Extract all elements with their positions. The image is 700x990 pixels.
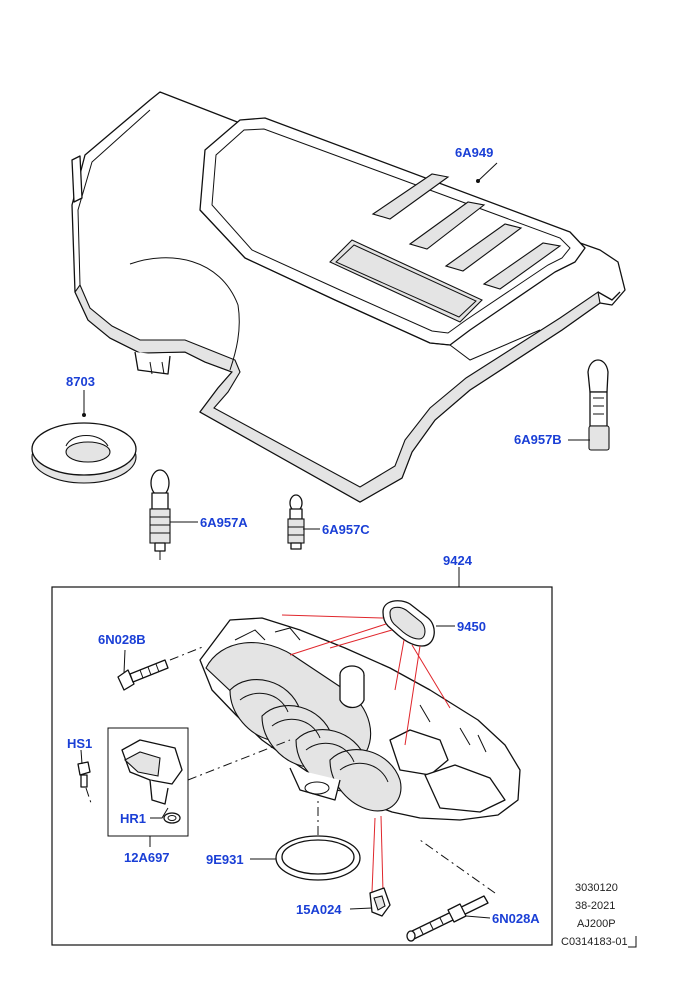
o-ring-9e931 — [275, 835, 361, 881]
bolt-6n028b — [117, 659, 169, 691]
clip-15a024 — [369, 887, 391, 917]
pin-6a957a — [149, 469, 171, 560]
pin-6a957b — [587, 359, 610, 451]
callout-6a957b: 6A957B — [514, 432, 562, 447]
callout-12a697: 12A697 — [124, 850, 170, 865]
callout-15a024: 15A024 — [296, 902, 342, 917]
callout-6n028a: 6N028A — [492, 911, 540, 926]
grommet — [31, 422, 137, 484]
callout-9424: 9424 — [443, 553, 473, 568]
callout-8703: 8703 — [66, 374, 95, 389]
manifold-kit-frame — [51, 586, 553, 946]
footer-line-3: AJ200P — [577, 918, 616, 930]
corner-mark — [628, 936, 637, 948]
gasket-association-lines — [281, 614, 451, 893]
callout-hs1: HS1 — [67, 736, 92, 751]
footer-line-1: 3030120 — [575, 882, 618, 894]
leader-6a949 — [477, 162, 498, 182]
intake-manifold — [199, 617, 521, 821]
bolt-6n028a — [406, 895, 489, 942]
callout-hr1: HR1 — [120, 811, 146, 826]
engine-cover — [71, 91, 626, 503]
pin-6a957c — [287, 494, 305, 550]
callout-6a949: 6A949 — [455, 145, 493, 160]
callout-6a957c: 6A957C — [322, 522, 370, 537]
footer-line-4: C0314183-01 — [561, 936, 628, 948]
footer-line-2: 38-2021 — [575, 900, 615, 912]
screw-hs1 — [77, 761, 91, 788]
callout-6n028b: 6N028B — [98, 632, 146, 647]
gasket-9450 — [382, 600, 435, 647]
callout-6a957a: 6A957A — [200, 515, 248, 530]
callout-9450: 9450 — [457, 619, 486, 634]
sensor-group — [107, 727, 189, 837]
callout-9e931: 9E931 — [206, 852, 244, 867]
